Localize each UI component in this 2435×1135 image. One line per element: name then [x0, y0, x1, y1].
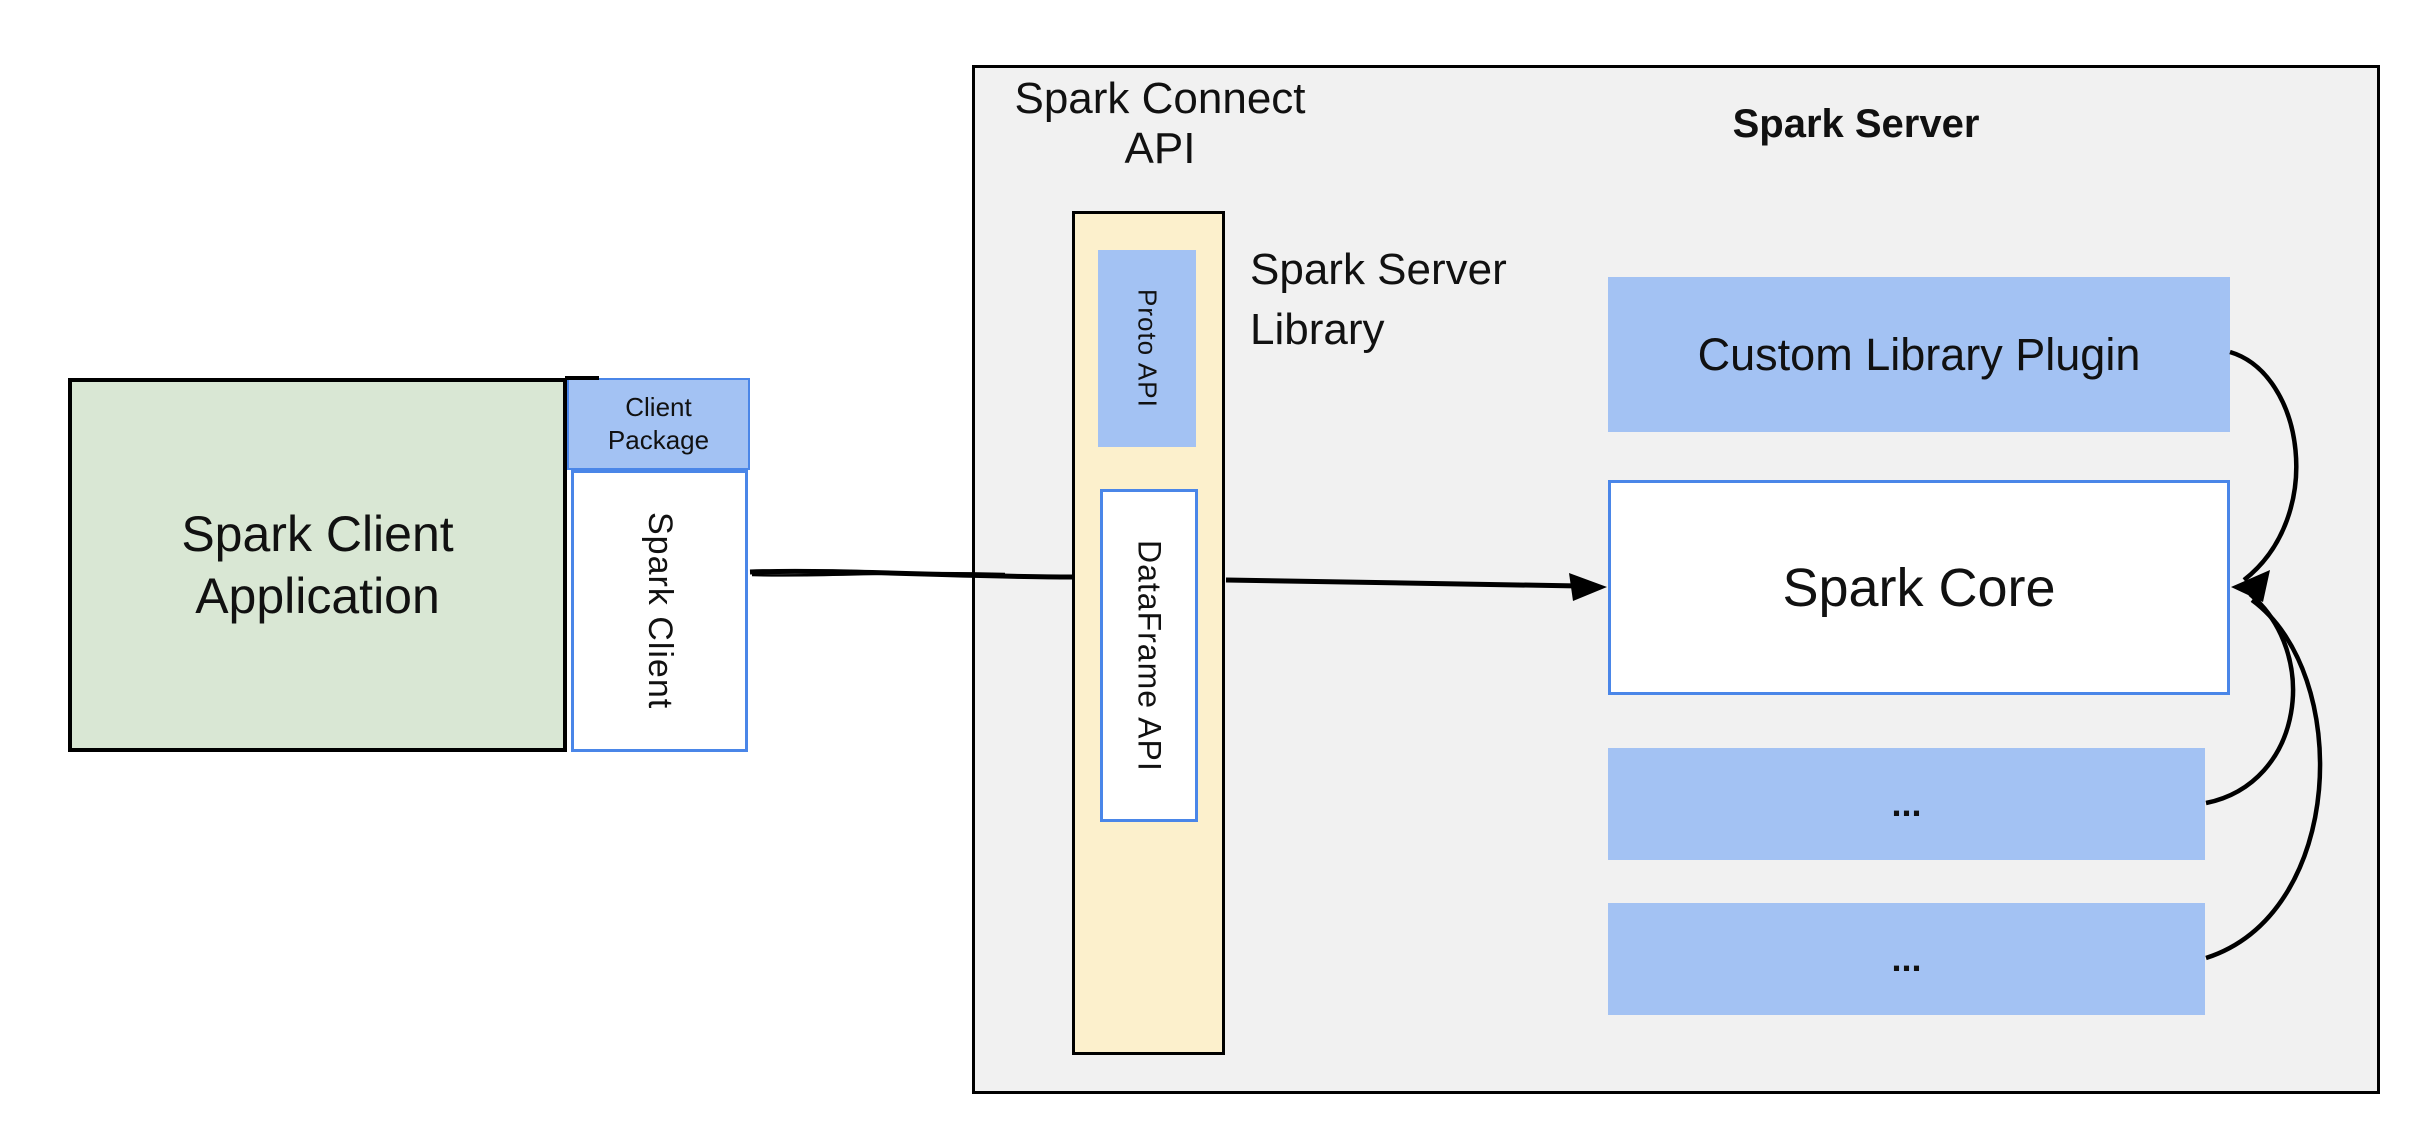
plugin-placeholder-box-2: ...: [1608, 903, 2205, 1015]
plugin-placeholder-label-2: ...: [1891, 938, 1922, 979]
spark-client-box: Spark Client: [571, 470, 748, 752]
spark-connect-api-title: Spark Connect API: [960, 74, 1360, 174]
spark-server-library-label: Spark Server Library: [1250, 240, 1630, 360]
client-package-label-line2: Package: [607, 425, 710, 455]
custom-library-plugin-label: Custom Library Plugin: [1697, 328, 2141, 380]
spark-server-library-label-line2: Library: [1250, 305, 1385, 354]
dataframe-api-label: DataFrame API: [1131, 539, 1168, 772]
green-box-border-overhang: [565, 376, 599, 380]
spark-connect-api-title-line2: API: [1124, 124, 1196, 173]
client-package-label-line1: Client: [625, 392, 692, 422]
spark-server-library-label-line1: Spark Server: [1250, 245, 1507, 294]
spark-connect-api-title-line1: Spark Connect: [1014, 74, 1306, 123]
proto-api-label: Proto API: [1132, 289, 1163, 408]
dataframe-api-box: DataFrame API: [1100, 489, 1198, 822]
plugin-placeholder-label-1: ...: [1891, 783, 1922, 824]
spark-client-label: Spark Client: [641, 512, 679, 710]
spark-client-application-label-line1: Spark Client: [181, 506, 454, 562]
client-package-box: Client Package: [567, 378, 750, 470]
proto-api-box: Proto API: [1098, 250, 1196, 447]
spark-core-box: Spark Core: [1608, 480, 2230, 695]
spark-client-application-label-line2: Application: [195, 568, 440, 624]
spark-core-label: Spark Core: [1782, 557, 2056, 618]
custom-library-plugin-box: Custom Library Plugin: [1608, 277, 2230, 432]
spark-client-application-box: Spark Client Application: [68, 378, 567, 752]
arrow-client-to-core-sketch-stroke: [751, 571, 1006, 577]
plugin-placeholder-box-1: ...: [1608, 748, 2205, 860]
spark-server-title: Spark Server: [1732, 102, 1980, 146]
